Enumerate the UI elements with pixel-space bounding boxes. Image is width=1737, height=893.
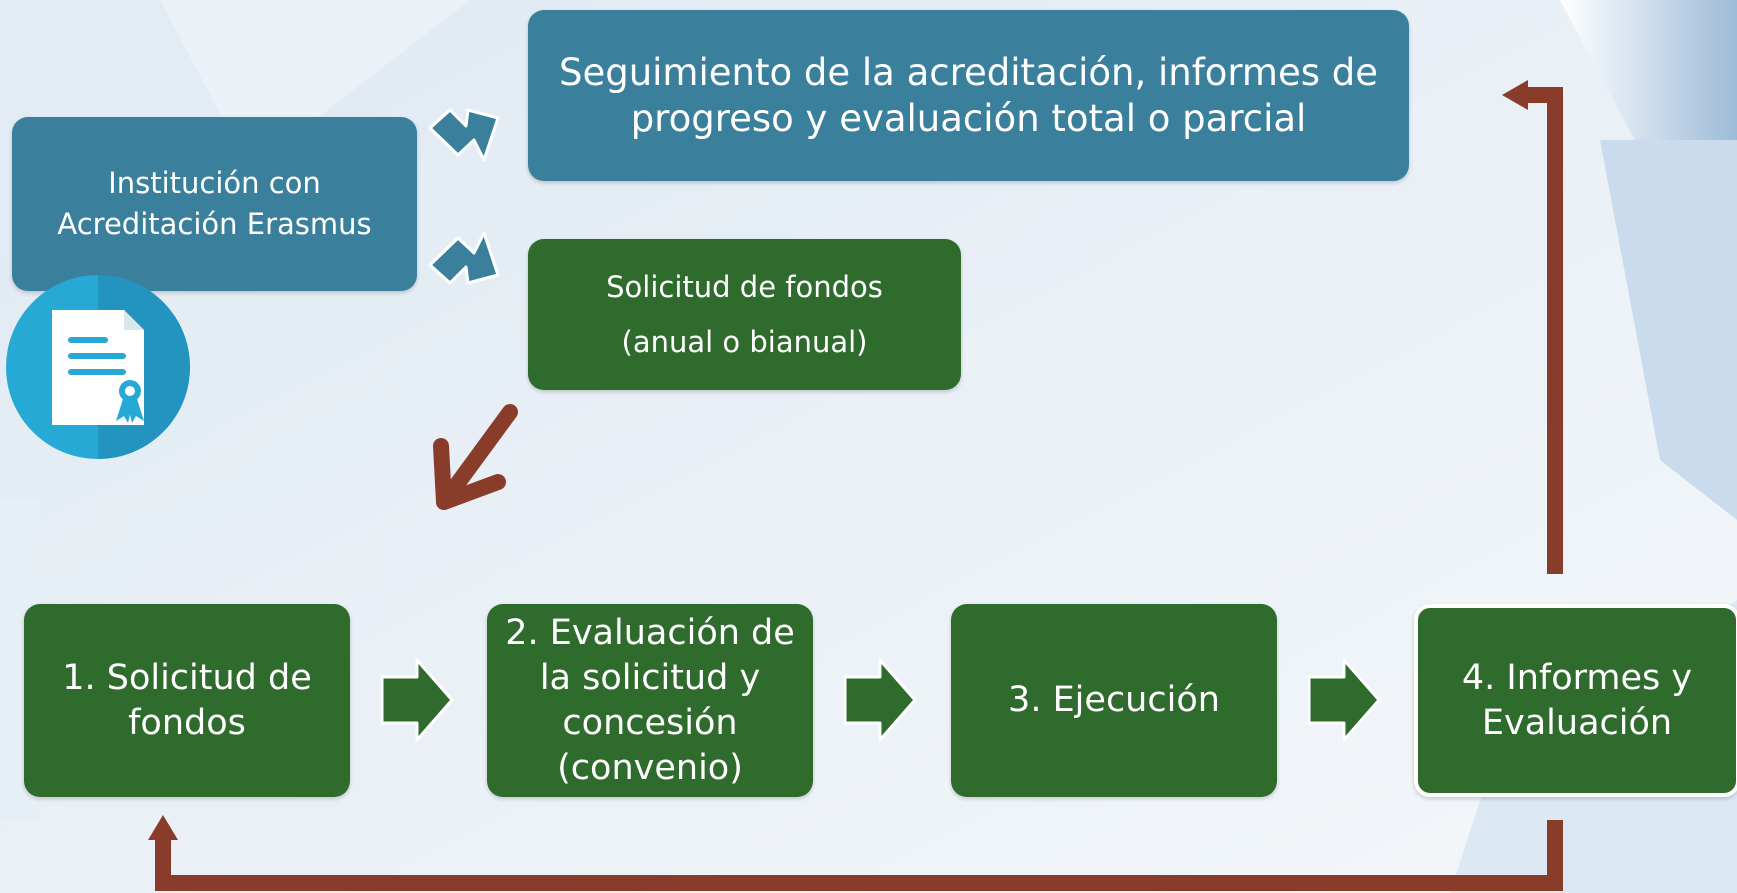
accreditation-box: Institución con Acreditación Erasmus xyxy=(12,117,417,291)
monitoring-line-2: progreso y evaluación total o parcial xyxy=(630,96,1307,140)
arrow-step-2-to-3 xyxy=(843,658,917,742)
step-3-box: 3. Ejecución xyxy=(951,604,1277,797)
monitoring-line-1: Seguimiento de la acreditación, informes… xyxy=(558,50,1379,94)
arrow-step-4-to-monitoring xyxy=(1502,80,1563,574)
arrow-step-1-to-2 xyxy=(380,658,454,742)
funding-request-line-2: (anual o bianual) xyxy=(621,324,868,359)
step-2-line-4: (convenio) xyxy=(557,747,743,788)
arrow-to-monitoring xyxy=(428,108,500,162)
step-2-line-3: concesión xyxy=(562,702,738,743)
step-4-line-1: 4. Informes y xyxy=(1461,657,1693,698)
monitoring-box: Seguimiento de la acreditación, informes… xyxy=(528,10,1409,181)
step-2-line-2: la solicitud y xyxy=(539,657,761,698)
step-1-line-2: fondos xyxy=(128,702,246,743)
step-4-box: 4. Informes y Evaluación xyxy=(1414,604,1737,797)
step-1-line-1: 1. Solicitud de xyxy=(62,657,312,698)
funding-request-box: Solicitud de fondos (anual o bianual) xyxy=(528,239,961,390)
arrow-funding-to-step-1 xyxy=(433,404,518,510)
step-3-line-1: 3. Ejecución xyxy=(1008,680,1220,720)
funding-request-line-1: Solicitud de fondos xyxy=(606,269,883,304)
arrow-step-4-to-step-1 xyxy=(148,815,1563,891)
step-1-box: 1. Solicitud de fondos xyxy=(24,604,350,797)
arrow-step-3-to-4 xyxy=(1307,658,1381,742)
accreditation-line-1: Institución con xyxy=(108,166,321,200)
step-4-line-2: Evaluación xyxy=(1481,702,1673,743)
step-2-box: 2. Evaluación de la solicitud y concesió… xyxy=(487,604,813,797)
step-2-line-1: 2. Evaluación de xyxy=(505,612,795,653)
certificate-icon xyxy=(6,275,190,459)
accreditation-line-2: Acreditación Erasmus xyxy=(57,207,372,241)
arrow-to-funding-request xyxy=(428,231,500,285)
